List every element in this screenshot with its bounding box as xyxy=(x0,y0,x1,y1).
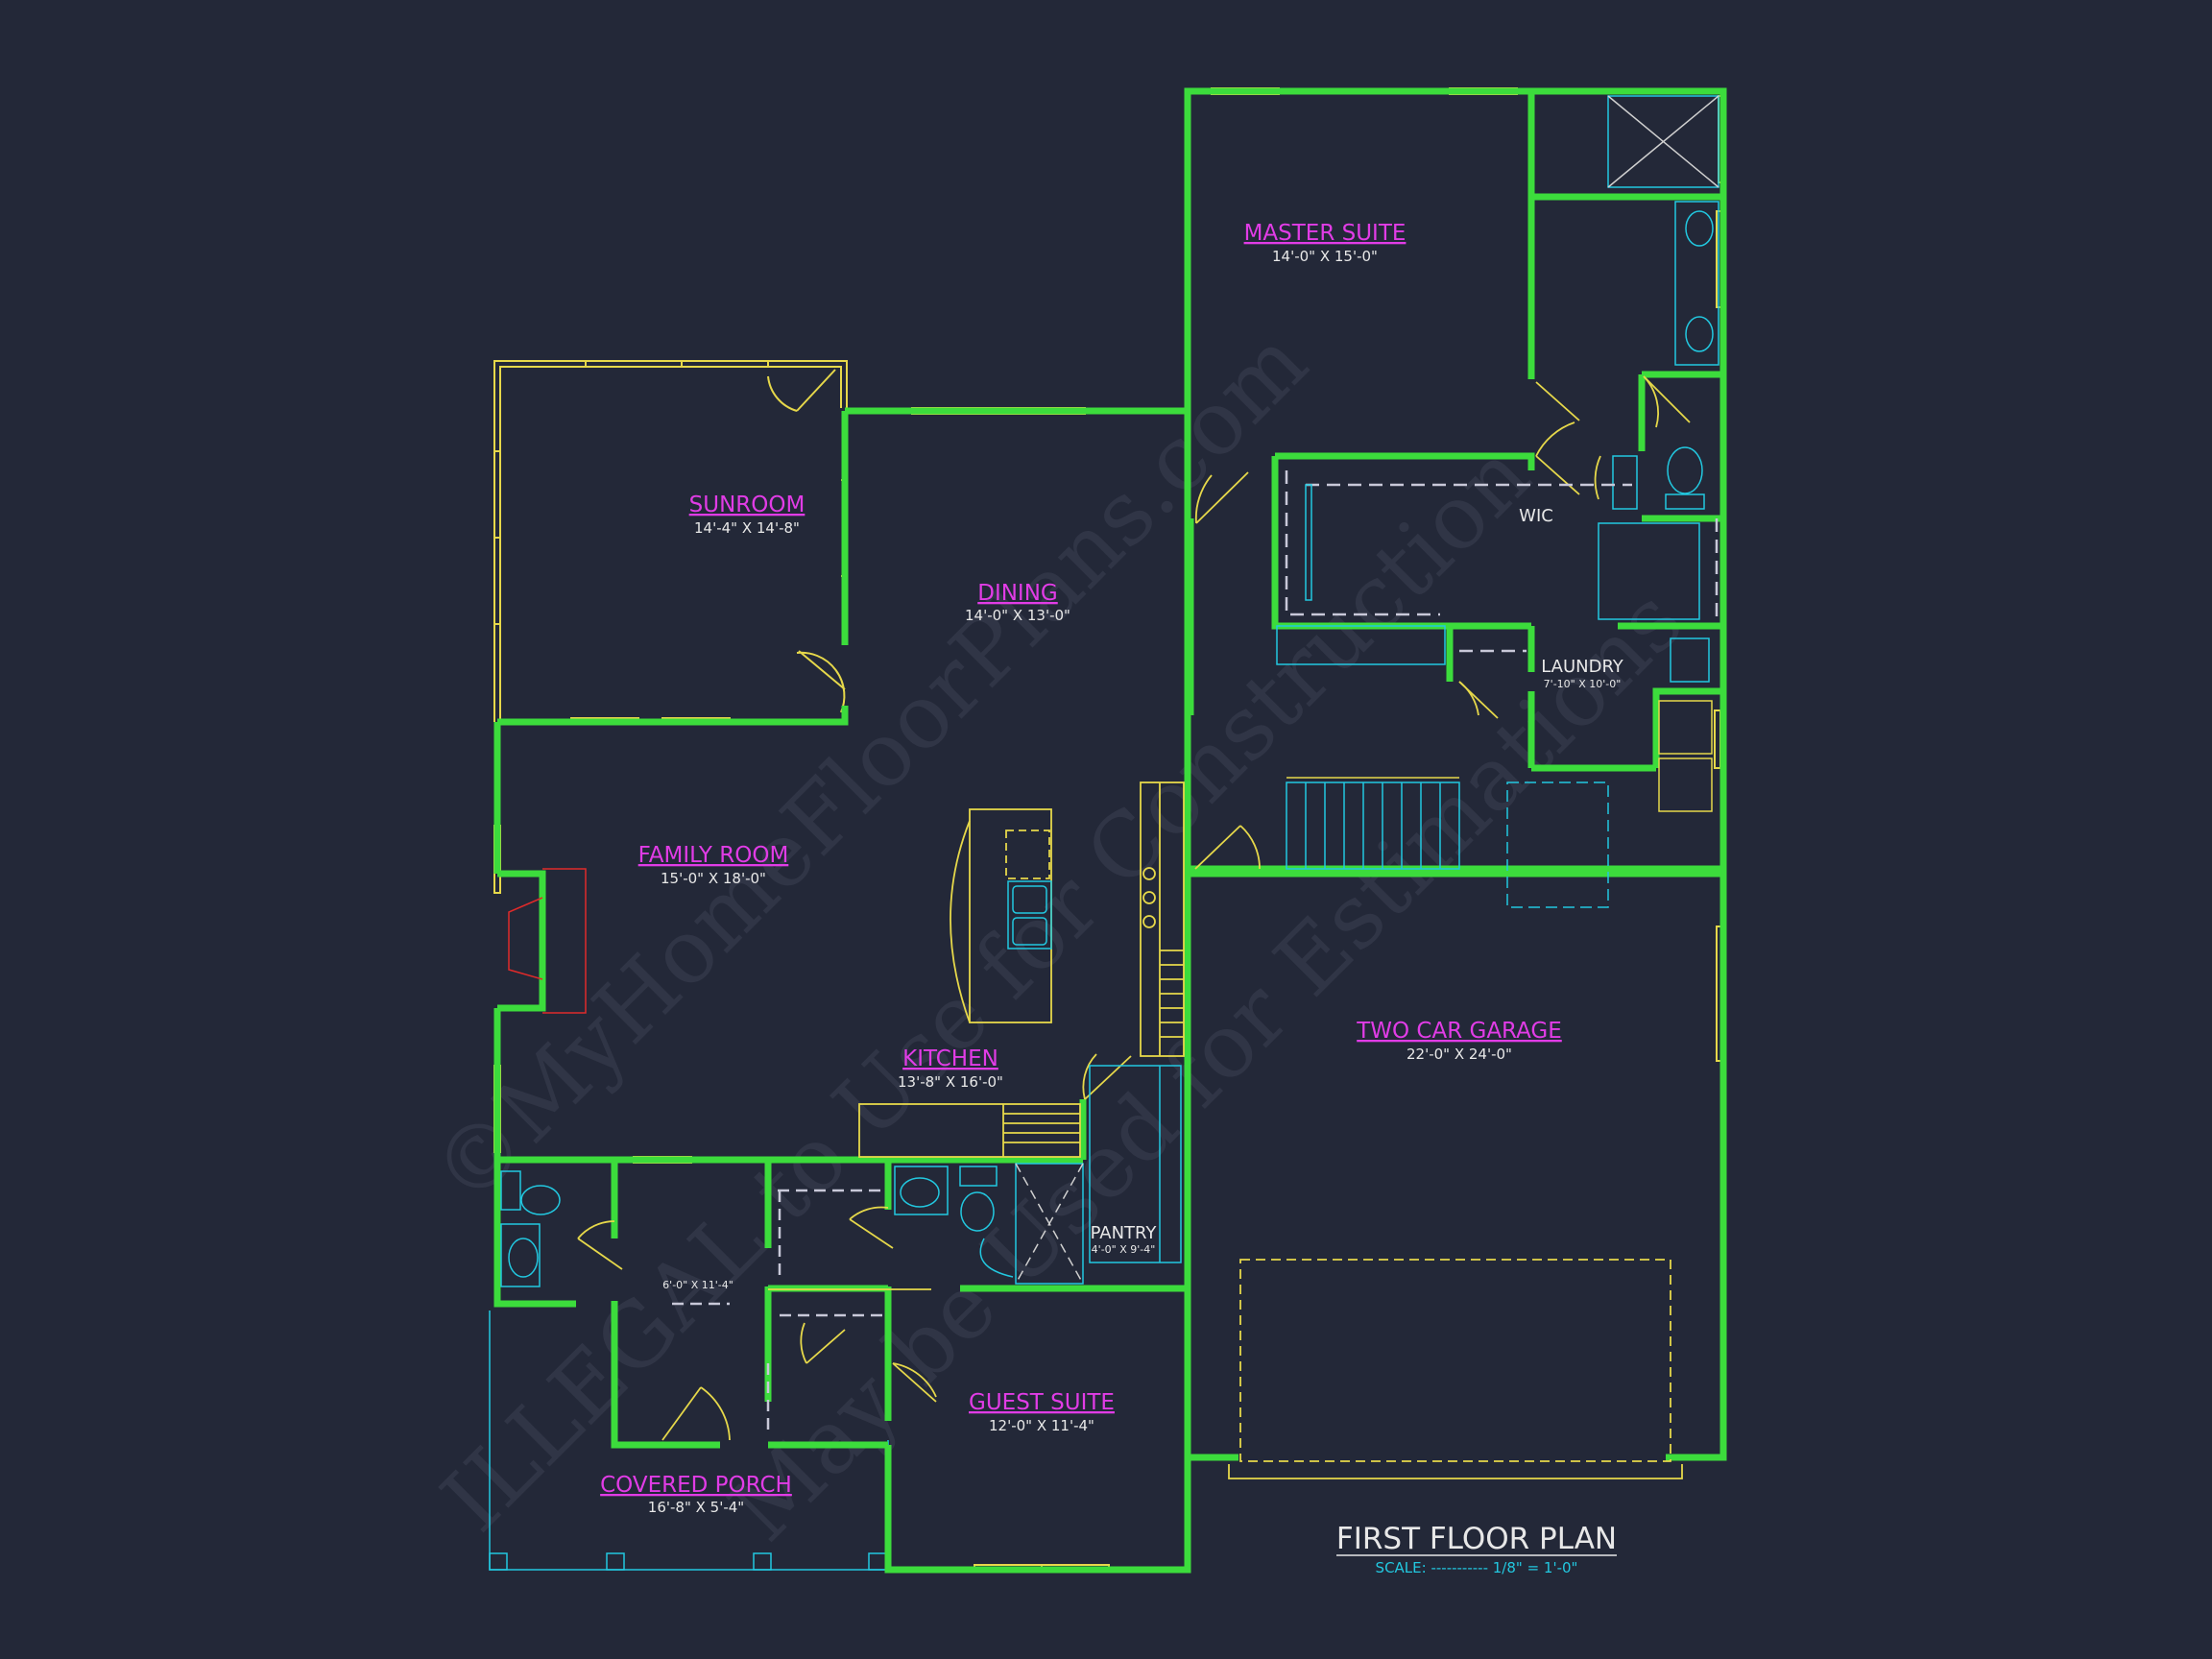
label-laundry: LAUNDRY xyxy=(1541,657,1624,677)
dims-laundry: 7'-10" X 10'-0" xyxy=(1544,678,1622,690)
room-labels: MASTER SUITE 14'-0" X 15'-0" SUNROOM 14'… xyxy=(600,221,1624,1516)
label-wic: WIC xyxy=(1519,506,1553,526)
wic-shelving xyxy=(1285,470,1719,653)
label-kitchen: KITCHEN xyxy=(902,1046,998,1071)
closet-shelving xyxy=(672,1189,883,1435)
dims-foyer: 6'-0" X 11'-4" xyxy=(662,1279,733,1291)
label-dining: DINING xyxy=(977,581,1058,606)
dims-dining: 14'-0" X 13'-0" xyxy=(965,607,1070,624)
wic-cyan xyxy=(1276,484,1700,665)
label-master-suite: MASTER SUITE xyxy=(1244,221,1407,246)
dims-two-car-garage: 22'-0" X 24'-0" xyxy=(1407,1046,1512,1063)
label-guest-suite: GUEST SUITE xyxy=(969,1390,1115,1415)
dims-guest-suite: 12'-0" X 11'-4" xyxy=(989,1417,1094,1434)
label-family-room: FAMILY ROOM xyxy=(638,843,789,868)
doors xyxy=(577,375,1691,1441)
label-covered-porch: COVERED PORCH xyxy=(600,1473,792,1498)
dims-pantry: 4'-0" X 9'-4" xyxy=(1092,1243,1156,1256)
bath-fixtures xyxy=(500,1065,1182,1287)
dims-master-suite: 14'-0" X 15'-0" xyxy=(1272,248,1378,265)
label-pantry: PANTRY xyxy=(1091,1223,1158,1243)
garage-door xyxy=(1228,1259,1683,1479)
dims-covered-porch: 16'-8" X 5'-4" xyxy=(648,1499,744,1516)
dims-family-room: 15'-0" X 18'-0" xyxy=(661,870,766,887)
kitchen-sink xyxy=(1007,880,1052,950)
label-sunroom: SUNROOM xyxy=(689,493,805,517)
walls xyxy=(493,87,1727,1574)
label-two-car-garage: TWO CAR GARAGE xyxy=(1356,1019,1562,1044)
plan-scale: SCALE: ----------- 1/8" = 1'-0" xyxy=(1376,1559,1578,1576)
dims-kitchen: 13'-8" X 16'-0" xyxy=(898,1073,1003,1091)
fireplace xyxy=(508,868,587,1014)
watermark: ©MyHomeFloorPlans.com ILLEGAL to Use for… xyxy=(413,310,1702,1560)
master-bath-fixtures xyxy=(1607,95,1719,812)
sunroom-windows xyxy=(493,360,848,722)
dims-sunroom: 14'-4" X 14'-8" xyxy=(694,519,800,537)
stairs xyxy=(1286,777,1609,908)
plan-title: FIRST FLOOR PLAN xyxy=(1336,1522,1617,1556)
plan-title-block: FIRST FLOOR PLAN SCALE: ----------- 1/8"… xyxy=(1336,1522,1617,1576)
kitchen-fixtures xyxy=(858,781,1185,1158)
